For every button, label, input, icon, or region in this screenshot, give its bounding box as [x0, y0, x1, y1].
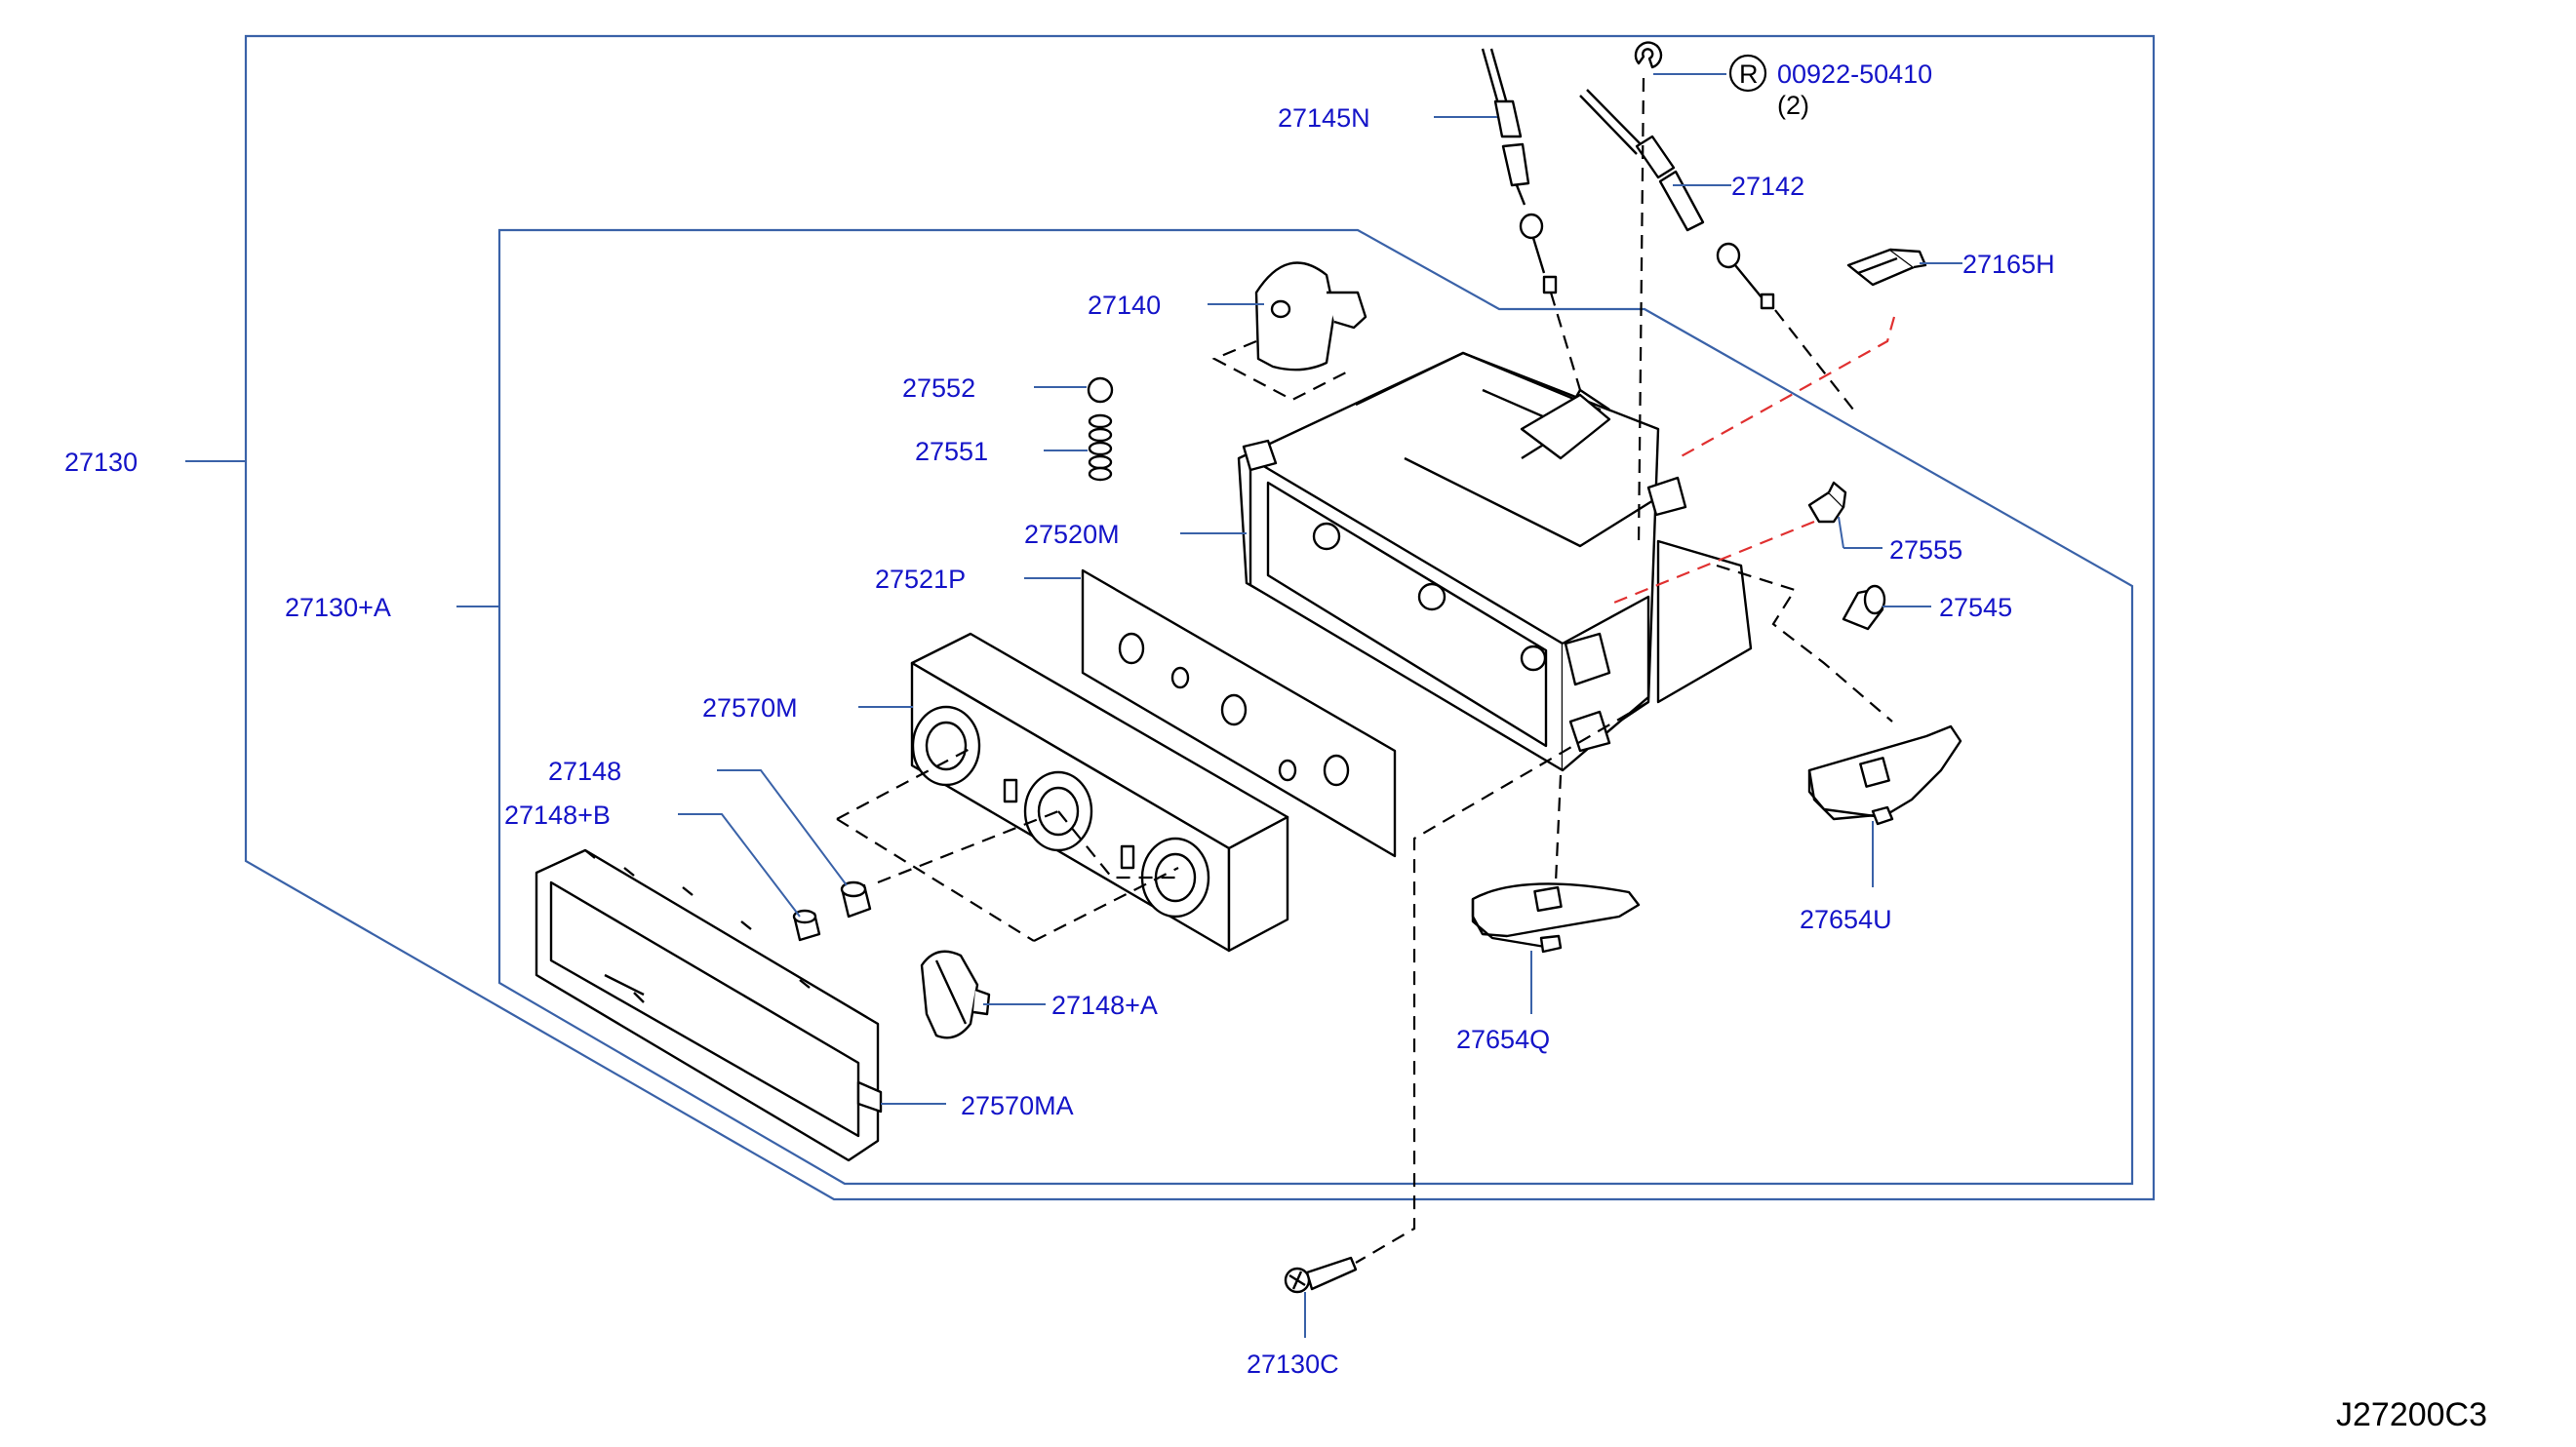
reference-symbol: R — [1739, 59, 1759, 89]
door-link-27140 — [1254, 261, 1367, 372]
label-27142[interactable]: 27142 — [1731, 172, 1804, 201]
alignment-line — [1211, 339, 1347, 402]
screw-27545 — [1842, 584, 1886, 631]
clip-27555 — [1807, 481, 1847, 524]
knob-27148-b — [792, 909, 821, 942]
label-27552[interactable]: 27552 — [902, 373, 975, 403]
label-27130-a[interactable]: 27130+A — [285, 593, 391, 622]
label-27555[interactable]: 27555 — [1889, 535, 1962, 565]
screw-27130c — [1284, 1256, 1358, 1294]
label-27521p[interactable]: 27521P — [875, 565, 966, 594]
label-qty-00922-50410: (2) — [1777, 91, 1809, 120]
label-27570m[interactable]: 27570M — [702, 693, 798, 723]
control-cable-27145n — [1481, 48, 1558, 294]
label-27145n[interactable]: 27145N — [1278, 103, 1370, 133]
control-housing-27520m — [1237, 351, 1753, 772]
alignment-line — [1774, 309, 1854, 411]
ball-27552 — [1087, 376, 1114, 404]
label-27545[interactable]: 27545 — [1939, 593, 2012, 622]
label-27654u[interactable]: 27654U — [1800, 905, 1892, 934]
label-00922-50410[interactable]: 00922-50410 — [1777, 59, 1932, 89]
alignment-line-red — [1677, 316, 1896, 459]
label-27148-a[interactable]: 27148+A — [1051, 991, 1158, 1020]
label-27165h[interactable]: 27165H — [1962, 250, 2055, 279]
control-cable-27142 — [1579, 89, 1775, 310]
alignment-line — [1355, 701, 1649, 1264]
alignment-line — [1549, 292, 1582, 391]
bezel-27570m — [910, 632, 1289, 953]
alignment-line — [836, 746, 1179, 942]
alignment-line — [1716, 564, 1893, 723]
lever-27654u — [1807, 724, 1962, 826]
spring-27551 — [1088, 413, 1113, 482]
reference-circle — [1728, 54, 1767, 93]
alignment-line — [1554, 774, 1563, 883]
label-27130[interactable]: 27130 — [64, 448, 138, 477]
lever-27654q — [1471, 882, 1641, 954]
label-27148-b[interactable]: 27148+B — [504, 801, 611, 830]
label-27520m[interactable]: 27520M — [1024, 520, 1120, 549]
label-27570ma[interactable]: 27570MA — [961, 1091, 1074, 1120]
alignment-line-red — [1608, 520, 1815, 606]
alignment-line — [877, 809, 1175, 884]
diagram-code: J27200C3 — [2336, 1396, 2487, 1433]
knob-27148 — [840, 880, 872, 919]
clip-00922-50410 — [1634, 41, 1663, 69]
panel-27521p — [1081, 568, 1397, 858]
outer-assembly-frame — [244, 34, 2156, 1201]
label-27140[interactable]: 27140 — [1088, 291, 1161, 320]
label-27148[interactable]: 27148 — [548, 757, 621, 786]
finisher-27570ma — [535, 848, 883, 1162]
alignment-line — [1637, 77, 1645, 547]
label-27654q[interactable]: 27654Q — [1456, 1025, 1550, 1054]
inner-assembly-frame — [497, 228, 2134, 1186]
label-27130c[interactable]: 27130C — [1247, 1349, 1339, 1379]
connector-27165h — [1846, 248, 1927, 287]
leader-lines — [185, 73, 1962, 1338]
knob-27148-a — [920, 950, 991, 1039]
label-27551[interactable]: 27551 — [915, 437, 988, 466]
